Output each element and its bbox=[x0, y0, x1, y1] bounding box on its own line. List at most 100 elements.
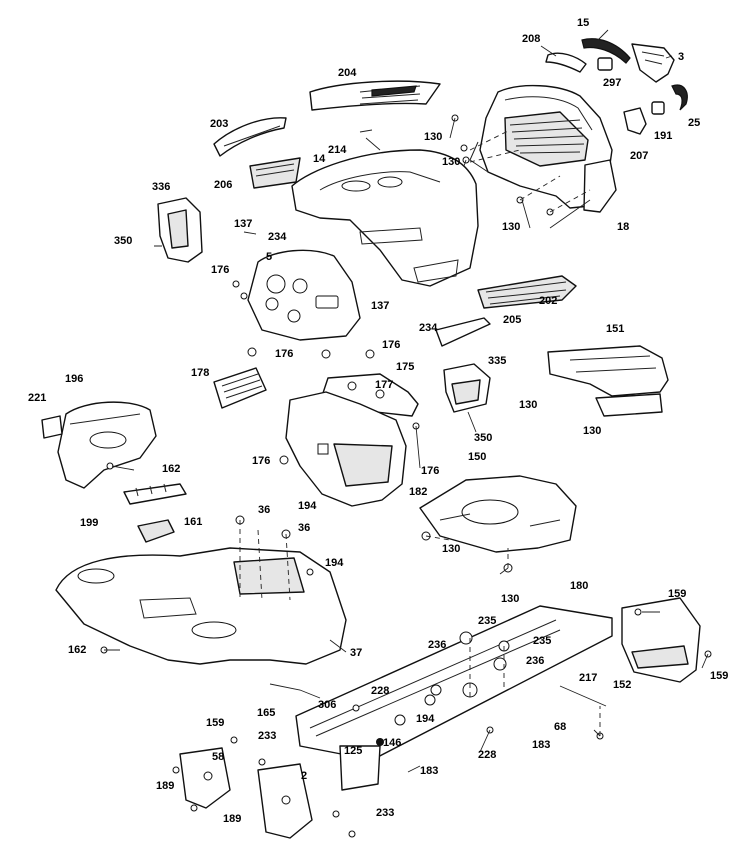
callout-162-b: 162 bbox=[68, 644, 87, 656]
callout-236-b: 236 bbox=[526, 655, 545, 667]
callout-336: 336 bbox=[152, 181, 171, 193]
rear-fender-196 bbox=[57, 401, 157, 489]
callout-152: 152 bbox=[613, 679, 632, 691]
side-vent-336 bbox=[157, 197, 203, 263]
callout-199: 199 bbox=[80, 517, 99, 529]
callout-36-b: 36 bbox=[298, 522, 311, 534]
callout-2: 2 bbox=[301, 770, 308, 782]
front-grille-202 bbox=[477, 275, 577, 309]
part-221 bbox=[41, 415, 63, 439]
callout-125: 125 bbox=[344, 745, 363, 757]
callout-37: 37 bbox=[350, 647, 363, 659]
callout-159-b: 159 bbox=[710, 670, 729, 682]
callout-350-b: 350 bbox=[474, 432, 493, 444]
seat-pan-152 bbox=[621, 597, 701, 683]
plate-199 bbox=[123, 483, 187, 505]
callout-234-a: 234 bbox=[268, 231, 287, 243]
hood-brackets-151 bbox=[547, 345, 669, 417]
dash-insert-206 bbox=[249, 157, 301, 189]
callout-191: 191 bbox=[654, 130, 673, 142]
callout-178: 178 bbox=[191, 367, 210, 379]
callout-162-a: 162 bbox=[162, 463, 181, 475]
callout-196: 196 bbox=[65, 373, 84, 385]
callout-130-g: 130 bbox=[501, 593, 520, 605]
callout-189-b: 189 bbox=[223, 813, 242, 825]
callout-58: 58 bbox=[212, 751, 225, 763]
callout-207: 207 bbox=[630, 150, 649, 162]
callout-217: 217 bbox=[579, 672, 598, 684]
callout-206: 206 bbox=[214, 179, 233, 191]
hood-body-14 bbox=[291, 149, 479, 287]
callout-205: 205 bbox=[503, 314, 522, 326]
callout-194-b: 194 bbox=[325, 557, 344, 569]
callout-228-a: 228 bbox=[371, 685, 390, 697]
callout-228-b: 228 bbox=[478, 749, 497, 761]
callout-146: 146 bbox=[383, 737, 402, 749]
callout-335: 335 bbox=[488, 355, 507, 367]
callout-233-b: 233 bbox=[376, 807, 395, 819]
leader-lines bbox=[104, 29, 709, 773]
callout-183-b: 183 bbox=[420, 765, 439, 777]
callout-233-a: 233 bbox=[258, 730, 277, 742]
callout-176-d: 176 bbox=[252, 455, 271, 467]
callout-203: 203 bbox=[210, 118, 229, 130]
dash-housing-182 bbox=[285, 391, 407, 507]
callout-235-a: 235 bbox=[478, 615, 497, 627]
body-tub-37 bbox=[55, 547, 347, 665]
callout-204: 204 bbox=[338, 67, 357, 79]
callout-176-b: 176 bbox=[382, 339, 401, 351]
callout-194-a: 194 bbox=[298, 500, 317, 512]
callout-189-a: 189 bbox=[156, 780, 175, 792]
callout-234-b: 234 bbox=[419, 322, 438, 334]
callout-130-c: 130 bbox=[502, 221, 521, 233]
callout-176-c: 176 bbox=[275, 348, 294, 360]
callout-182: 182 bbox=[409, 486, 428, 498]
callout-208: 208 bbox=[522, 33, 541, 45]
callout-130-e: 130 bbox=[583, 425, 602, 437]
callout-235-b: 235 bbox=[533, 635, 552, 647]
floor-pan-150 bbox=[419, 475, 577, 553]
callout-130-f: 130 bbox=[442, 543, 461, 555]
callout-159-a: 159 bbox=[668, 588, 687, 600]
callout-130-a: 130 bbox=[424, 131, 443, 143]
callout-176-e: 176 bbox=[421, 465, 440, 477]
callout-202: 202 bbox=[539, 295, 558, 307]
callout-161: 161 bbox=[184, 516, 203, 528]
callout-176-a: 176 bbox=[211, 264, 230, 276]
callout-130-d: 130 bbox=[519, 399, 538, 411]
side-vent-335 bbox=[443, 363, 491, 413]
callout-194-c: 194 bbox=[416, 713, 435, 725]
bracket-161 bbox=[137, 519, 175, 543]
callout-130-b: 130 bbox=[442, 156, 461, 168]
rod-165 bbox=[269, 683, 321, 699]
callout-350-a: 350 bbox=[114, 235, 133, 247]
callout-165: 165 bbox=[257, 707, 276, 719]
callout-177: 177 bbox=[375, 379, 394, 391]
callout-183-a: 183 bbox=[532, 739, 551, 751]
rod-217 bbox=[559, 685, 607, 707]
hood-side-panel-203 bbox=[213, 117, 287, 157]
callout-25: 25 bbox=[688, 117, 701, 129]
main-frame-180 bbox=[295, 605, 613, 791]
callout-14: 14 bbox=[313, 153, 326, 165]
callout-150: 150 bbox=[468, 451, 487, 463]
callout-137-b: 137 bbox=[371, 300, 390, 312]
callout-236-a: 236 bbox=[428, 639, 447, 651]
hood-top-panel bbox=[309, 80, 441, 111]
trim-piece-205 bbox=[435, 317, 491, 347]
callout-68: 68 bbox=[554, 721, 567, 733]
dash-panel-5 bbox=[247, 249, 361, 341]
callout-306: 306 bbox=[318, 699, 337, 711]
callout-5: 5 bbox=[266, 251, 273, 263]
callout-3: 3 bbox=[678, 51, 685, 63]
hood-trim-parts bbox=[545, 38, 688, 135]
rear-brackets-58-2 bbox=[179, 747, 313, 839]
callout-15: 15 bbox=[577, 17, 590, 29]
callout-36-a: 36 bbox=[258, 504, 271, 516]
callout-159-c: 159 bbox=[206, 717, 225, 729]
callout-18: 18 bbox=[617, 221, 630, 233]
callout-151: 151 bbox=[606, 323, 625, 335]
front-grille-hood-assembly bbox=[469, 84, 617, 213]
